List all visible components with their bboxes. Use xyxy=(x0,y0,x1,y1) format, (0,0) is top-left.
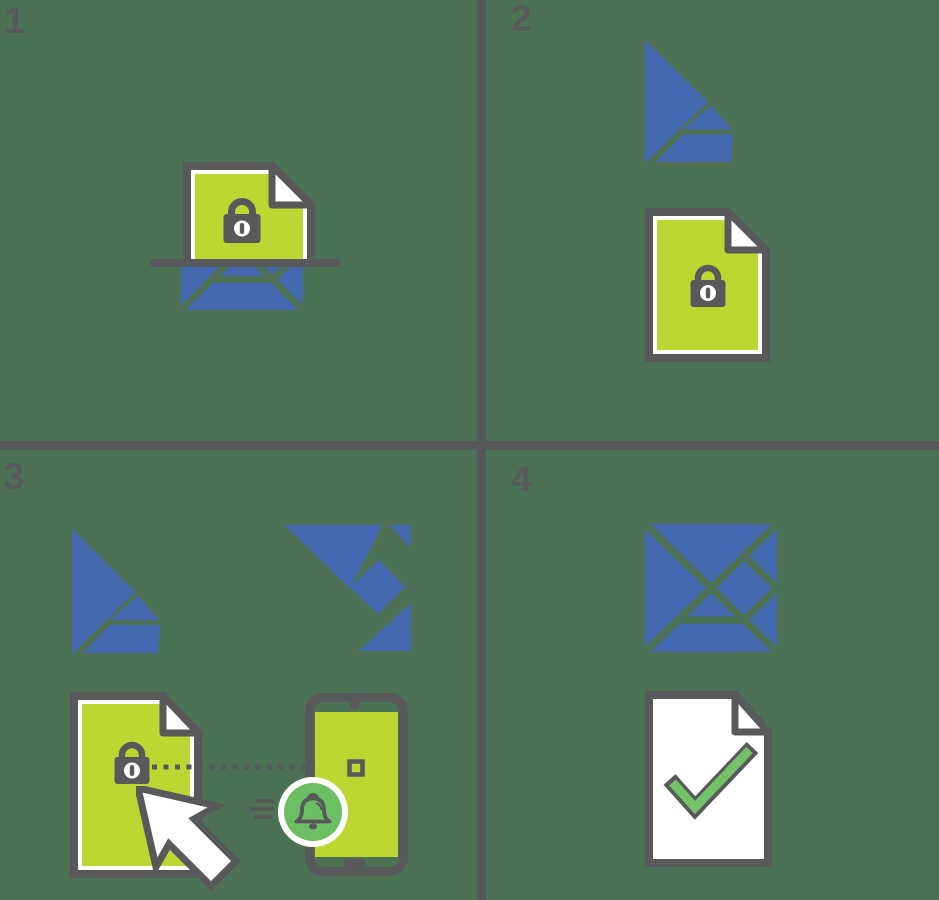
folded-corner xyxy=(724,208,770,254)
folded-corner xyxy=(731,691,772,736)
tangram-square-partial-icon xyxy=(181,267,303,311)
link-target-square xyxy=(347,759,365,777)
step-number-3: 3 xyxy=(4,456,25,497)
locked-document-icon xyxy=(645,208,770,362)
deposit-slot-line xyxy=(150,259,340,267)
tangram-large-triangle xyxy=(285,525,382,589)
folded-corner xyxy=(268,162,315,209)
cursor-icon xyxy=(136,786,241,891)
tangram-left-half-icon xyxy=(72,529,160,654)
tangram-bottom-triangle xyxy=(359,603,411,651)
panel-2: 2 xyxy=(486,0,939,441)
tangram-diamond xyxy=(350,560,405,614)
tangram-square-clipped xyxy=(181,267,303,310)
tangram-square-icon xyxy=(645,524,777,652)
tangram-corner-triangle xyxy=(389,525,411,547)
step-number-1: 1 xyxy=(4,0,25,41)
phone-speaker xyxy=(350,701,359,709)
step-number-4: 4 xyxy=(511,458,532,499)
panel-1: 1 xyxy=(0,0,477,441)
panel-3: 3 xyxy=(0,450,477,900)
phone-home-button xyxy=(344,859,366,867)
verified-document-icon xyxy=(645,691,772,867)
horizontal-divider xyxy=(0,441,939,450)
panel-4: 4 xyxy=(486,450,939,900)
notification-bell-badge xyxy=(278,777,348,847)
tangram-left-half-icon xyxy=(645,40,733,163)
tangram-small-triangle xyxy=(683,105,732,130)
folded-corner xyxy=(159,692,202,737)
bell-icon xyxy=(294,793,332,830)
tangram-trapezoid xyxy=(83,625,160,653)
locked-document-icon xyxy=(183,162,315,263)
tangram-large-triangle xyxy=(645,40,708,163)
badge-fill xyxy=(284,783,342,841)
tangram-trapezoid xyxy=(656,134,733,163)
lock-icon xyxy=(690,264,726,307)
step-number-2: 2 xyxy=(511,0,532,39)
document-outline xyxy=(645,691,772,867)
vertical-divider xyxy=(477,0,486,900)
lock-icon xyxy=(114,741,150,784)
dotted-link-line xyxy=(152,764,347,770)
notification-motion-dashes xyxy=(250,799,274,819)
check-icon xyxy=(663,741,759,820)
lock-icon xyxy=(223,198,261,243)
tangram-right-half-icon xyxy=(285,525,411,651)
tangram-large-triangle xyxy=(72,529,135,654)
tangram-small-triangle xyxy=(110,596,159,620)
